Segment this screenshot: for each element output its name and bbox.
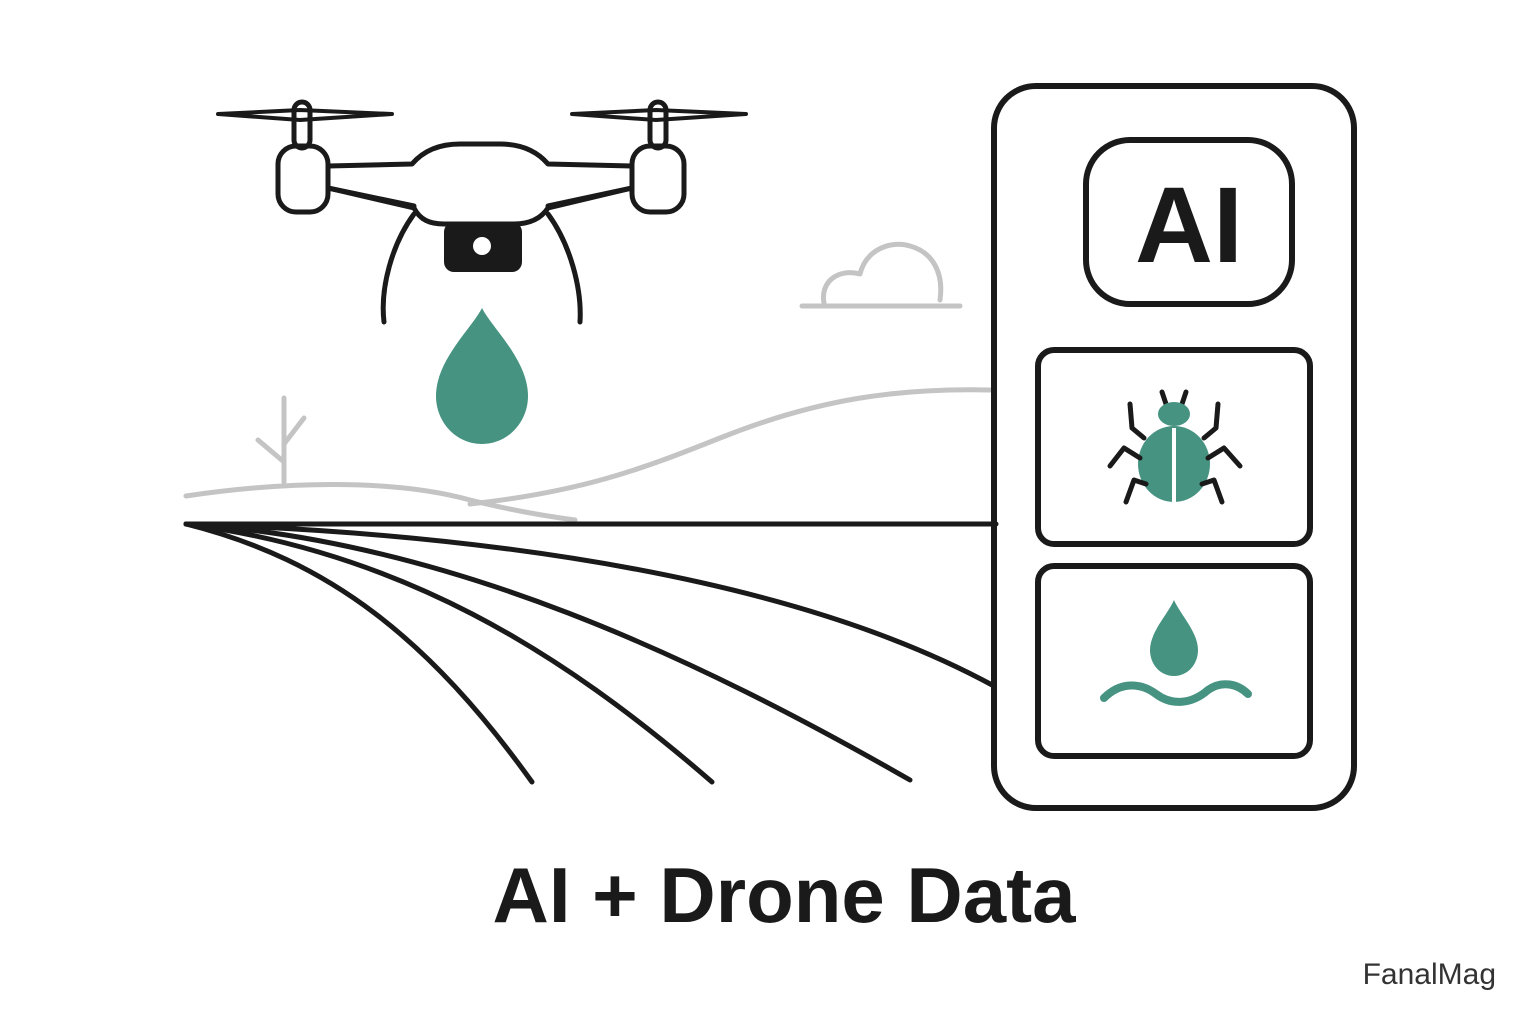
drone-icon (216, 99, 748, 325)
pest-detection-card (1035, 347, 1313, 547)
irrigation-water-icon (1100, 600, 1252, 706)
cloud-icon (799, 241, 963, 309)
irrigation-card (1035, 563, 1313, 759)
brand-watermark: FanalMag (1363, 958, 1496, 991)
ai-panel: AI (991, 83, 1357, 811)
plant-icon (255, 395, 307, 485)
field-lines (183, 521, 999, 785)
background-hills (183, 387, 993, 523)
water-drop-icon (436, 308, 528, 444)
ai-badge-label: AI (1135, 164, 1243, 285)
ai-badge: AI (1083, 137, 1295, 307)
diagram-caption: AI + Drone Data (493, 851, 1077, 939)
bug-icon (1107, 389, 1243, 505)
